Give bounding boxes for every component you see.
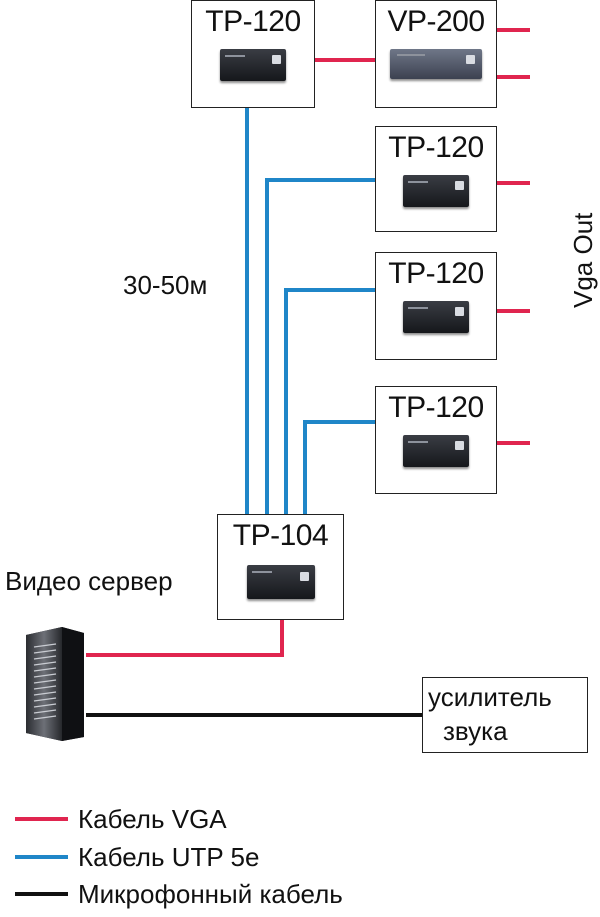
legend-mic-label: Микрофонный кабель	[78, 879, 343, 909]
vga-cable-server-tp104	[86, 620, 284, 657]
tp120-device-image	[220, 49, 286, 81]
device-box-tp120-r1: TP-120	[375, 126, 497, 232]
server-tower-icon	[26, 627, 84, 741]
amplifier-label-line2: звука	[443, 716, 508, 746]
utp-cable-tp120-r2	[284, 288, 375, 514]
tp120-device-image	[403, 175, 469, 207]
vga-cables	[86, 28, 530, 657]
vp200-device-image	[390, 49, 482, 79]
device-title: TP-120	[388, 391, 484, 424]
amplifier-label-line1: усилитель	[428, 682, 552, 712]
vga-out-label: Vga Out	[568, 212, 598, 308]
device-box-vp200: VP-200	[375, 0, 497, 108]
device-box-tp104: TP-104	[217, 514, 344, 620]
device-box-tp120-r2: TP-120	[375, 252, 497, 360]
tp120-device-image	[403, 435, 469, 467]
device-box-tp120-r3: TP-120	[375, 386, 497, 494]
video-server-label: Видео сервер	[5, 566, 173, 596]
amplifier-box: усилитель звука	[422, 677, 588, 753]
distance-label: 30-50м	[123, 270, 208, 300]
tp120-device-image	[403, 301, 469, 333]
device-title: TP-104	[232, 519, 329, 552]
legend-utp-label: Кабель UTP 5e	[78, 842, 260, 872]
tp104-device-image	[246, 565, 315, 599]
device-title: VP-200	[387, 5, 485, 38]
device-box-tp120-top: TP-120	[191, 0, 315, 108]
device-title: TP-120	[388, 131, 484, 164]
legend-vga-label: Кабель VGA	[78, 804, 227, 834]
device-title: TP-120	[205, 5, 301, 38]
utp-cables	[245, 108, 375, 514]
device-title: TP-120	[388, 257, 484, 290]
utp-cable-tp120-r3	[303, 420, 375, 514]
utp-cable-tp120-r1	[265, 178, 375, 514]
